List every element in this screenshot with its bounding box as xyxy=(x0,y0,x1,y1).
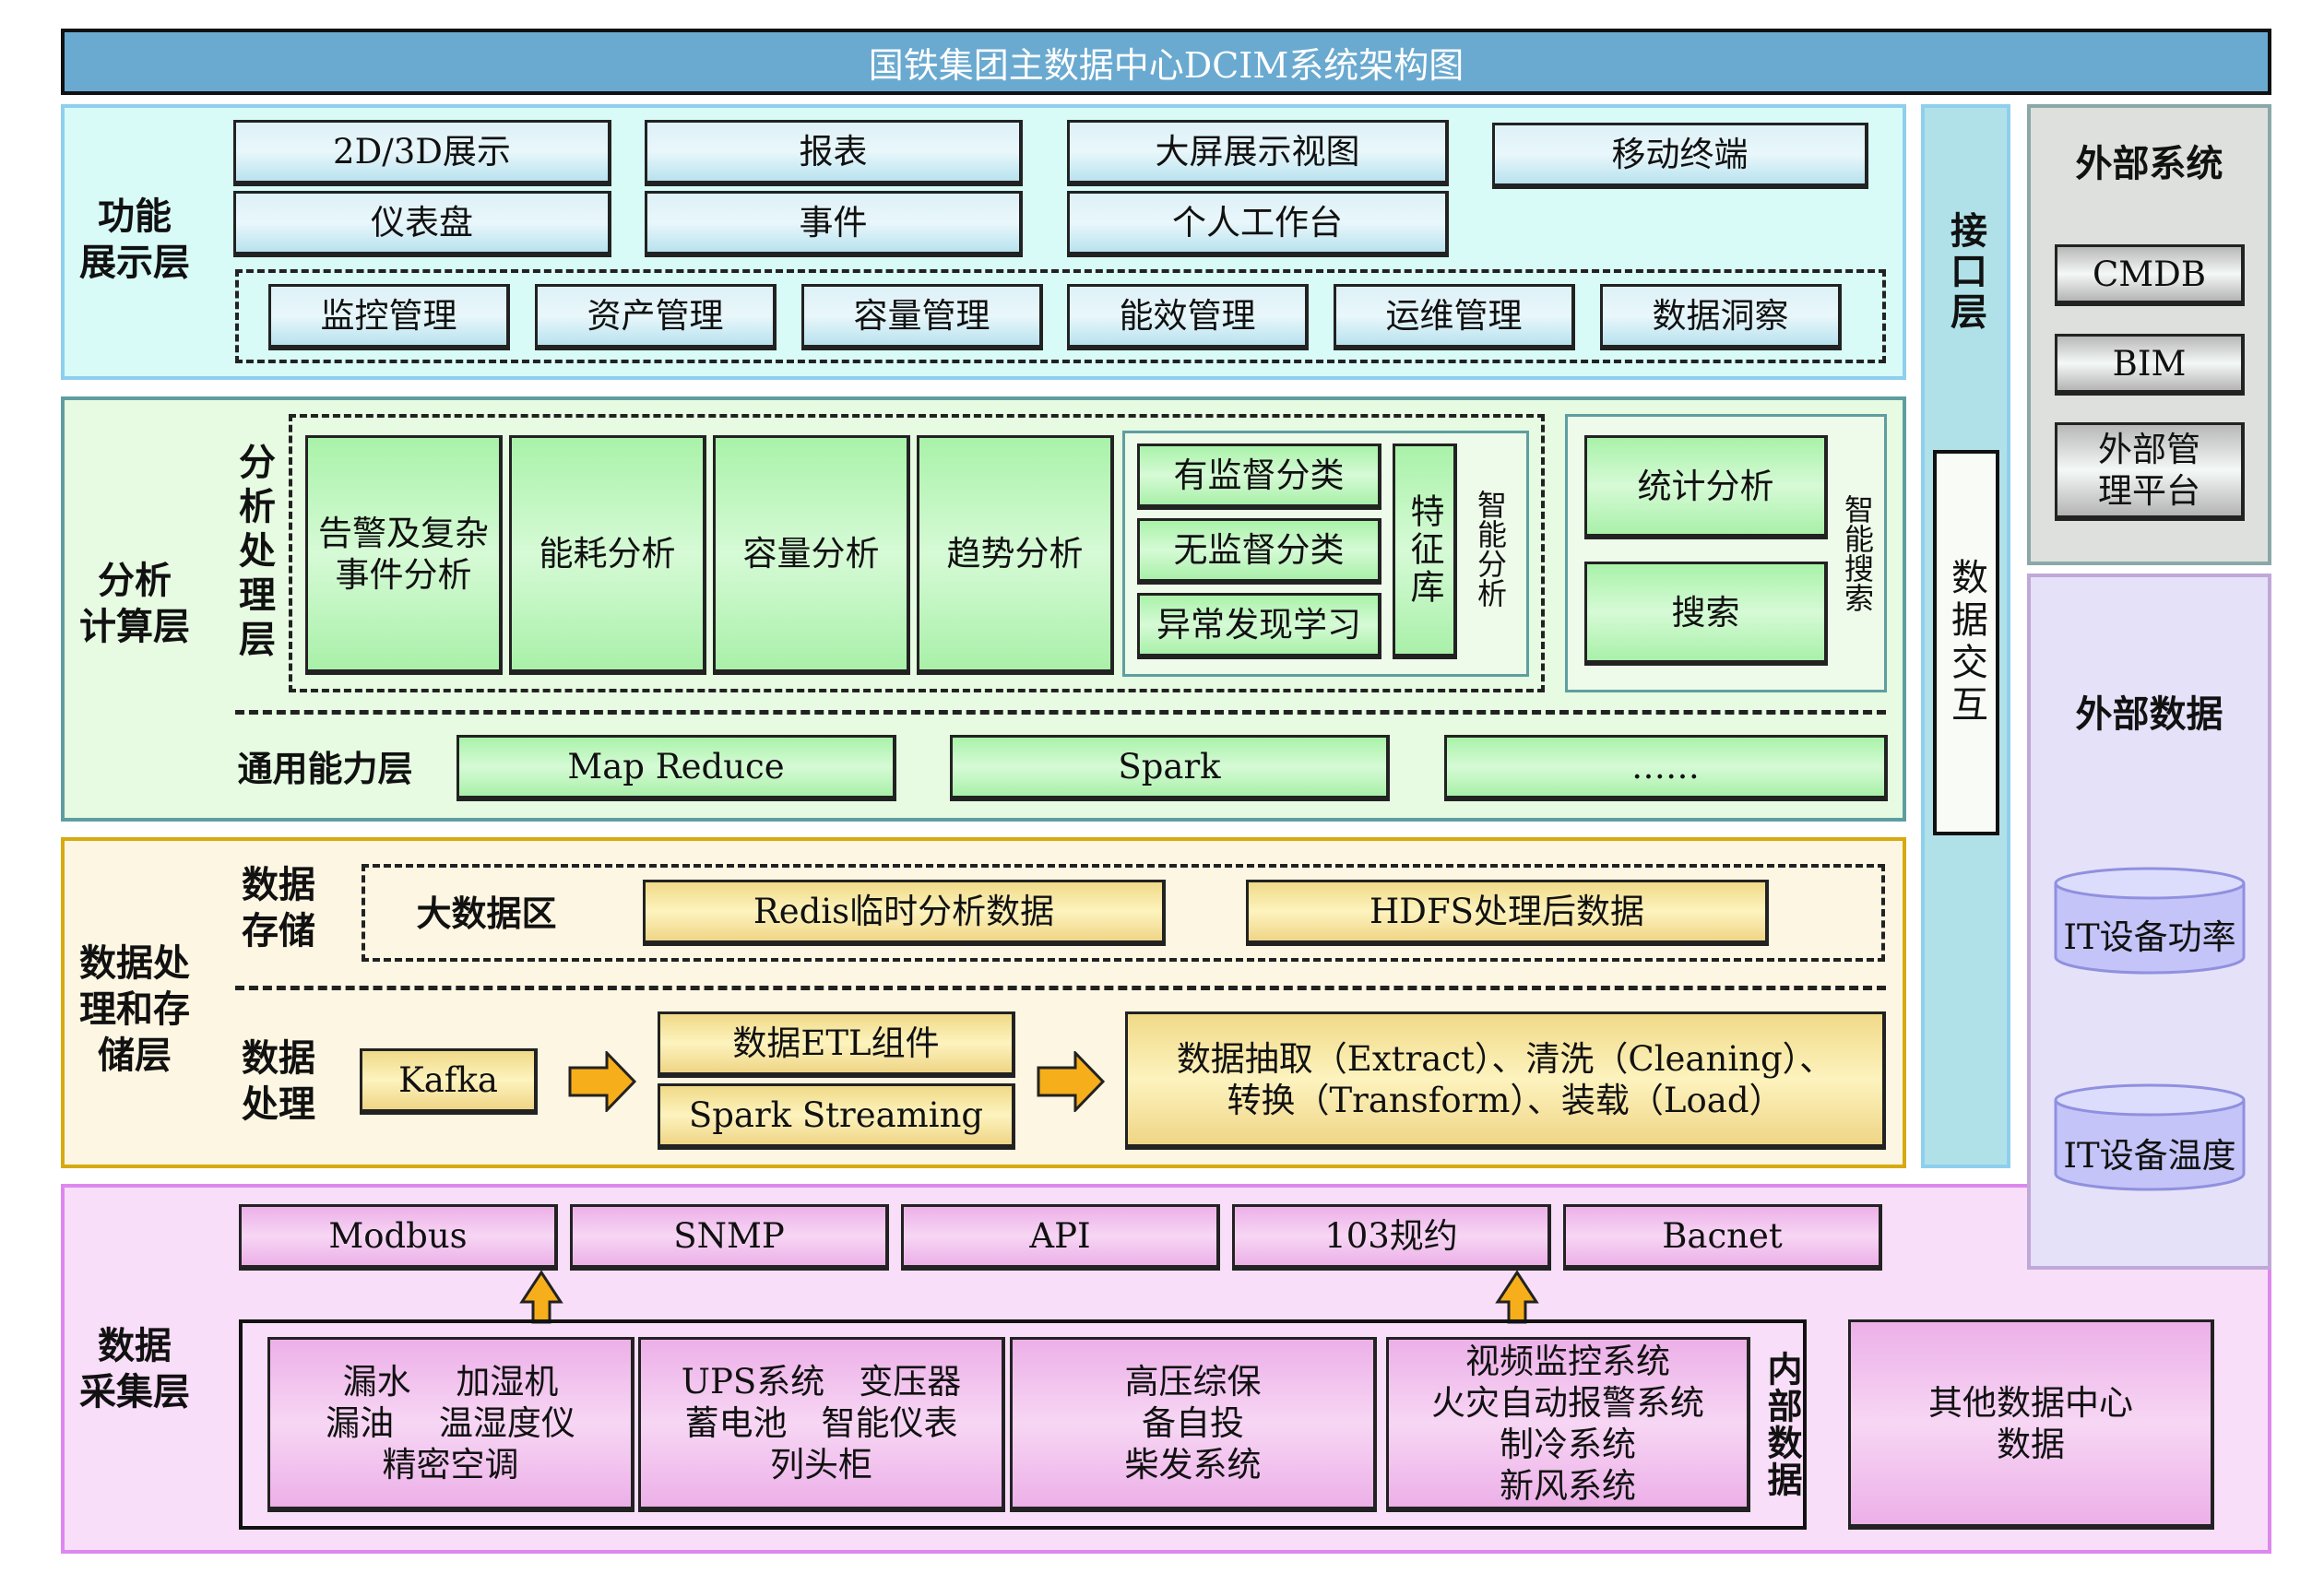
other-datacenter-box: 其他数据中心 数据 xyxy=(1848,1319,2214,1530)
internal-data-label: 内部数据 xyxy=(1761,1351,1803,1498)
arrow-right-icon xyxy=(1037,1051,1106,1112)
ml-box: 异常发现学习 xyxy=(1137,593,1381,659)
common-box: Map Reduce xyxy=(456,735,896,801)
module-box: 能效管理 xyxy=(1067,284,1309,350)
analysis-box: 告警及复杂 事件分析 xyxy=(305,435,503,675)
processing-divider xyxy=(235,986,1886,990)
data-exchange-box: 数据交互 xyxy=(1933,450,1999,835)
external-system-label: 外部系统 xyxy=(2075,142,2223,185)
analysis-box: 能耗分析 xyxy=(509,435,706,675)
arrow-right-icon xyxy=(568,1051,637,1112)
smart-search-label: 智能搜索 xyxy=(1840,494,1875,612)
diagram-title: 国铁集团主数据中心DCIM系统架构图 xyxy=(61,29,2271,95)
protocol-box: Modbus xyxy=(239,1204,558,1271)
analysis-divider xyxy=(235,710,1886,715)
arrow-up-icon xyxy=(1495,1271,1539,1324)
module-box: 资产管理 xyxy=(535,284,777,350)
internal-data-group xyxy=(239,1319,1807,1530)
protocol-box: SNMP xyxy=(570,1204,889,1271)
database-cylinder-icon xyxy=(2053,1083,2247,1192)
common-box: Spark xyxy=(950,735,1390,801)
feature-store-box: 特征库 xyxy=(1393,444,1457,659)
module-box: 数据洞察 xyxy=(1600,284,1842,350)
storage-group xyxy=(362,864,1885,962)
function-box: 个人工作台 xyxy=(1067,191,1449,257)
external-system-box: BIM xyxy=(2055,334,2245,396)
data-storage-label: 数据 存储 xyxy=(242,863,315,952)
common-box: …… xyxy=(1444,735,1888,801)
management-modules-group xyxy=(235,269,1886,363)
analysis-box: 容量分析 xyxy=(713,435,910,675)
storage-box: Redis临时分析数据 xyxy=(643,880,1166,946)
ml-box: 无监督分类 xyxy=(1137,518,1381,585)
external-system-box: 外部管 理平台 xyxy=(2055,422,2245,521)
big-data-zone-label: 大数据区 xyxy=(416,893,557,934)
internal-device-box: UPS系统 变压器 蓄电池 智能仪表 列头柜 xyxy=(638,1337,1005,1512)
function-box: 仪表盘 xyxy=(233,191,611,257)
data-processing-label: 数据 处理 xyxy=(242,1036,315,1126)
protocol-box: Bacnet xyxy=(1563,1204,1882,1271)
module-box: 运维管理 xyxy=(1334,284,1575,350)
external-system-box: CMDB xyxy=(2055,244,2245,306)
processing-layer-label: 数据处 理和存 储层 xyxy=(79,941,190,1077)
external-data-item: IT设备功率 xyxy=(2063,917,2236,957)
function-box: 2D/3D展示 xyxy=(233,120,611,186)
function-layer-label: 功能 展示层 xyxy=(79,195,190,284)
function-box: 事件 xyxy=(645,191,1023,257)
internal-device-box: 高压综保 备自投 柴发系统 xyxy=(1010,1337,1377,1512)
internal-device-box: 漏水 加湿机 漏油 温湿度仪 精密空调 xyxy=(267,1337,634,1512)
ml-box: 有监督分类 xyxy=(1137,444,1381,510)
search-box: 搜索 xyxy=(1584,562,1828,666)
smart-analysis-label: 智能分析 xyxy=(1473,490,1508,608)
function-box: 大屏展示视图 xyxy=(1067,120,1449,186)
etl-box: 数据ETL组件 xyxy=(658,1011,1015,1078)
database-cylinder-icon xyxy=(2053,867,2247,976)
analysis-processing-label: 分析处理层 xyxy=(232,443,276,664)
etl-box: Spark Streaming xyxy=(658,1083,1015,1150)
protocol-box: 103规约 xyxy=(1232,1204,1551,1271)
external-data-item: IT设备温度 xyxy=(2063,1135,2236,1176)
interface-layer-label: 接口层 xyxy=(1944,211,1987,333)
kafka-box: Kafka xyxy=(360,1048,538,1115)
function-box: 报表 xyxy=(645,120,1023,186)
module-box: 监控管理 xyxy=(268,284,510,350)
analysis-box: 趋势分析 xyxy=(917,435,1114,675)
search-box: 统计分析 xyxy=(1584,435,1828,539)
analysis-processing-group xyxy=(289,414,1545,692)
analysis-layer-label: 分析 计算层 xyxy=(79,559,190,648)
common-capability-label: 通用能力层 xyxy=(237,748,413,789)
internal-device-box: 视频监控系统 火灾自动报警系统 制冷系统 新风系统 xyxy=(1386,1337,1750,1512)
function-box: 移动终端 xyxy=(1492,123,1868,189)
external-data-label: 外部数据 xyxy=(2075,692,2223,736)
etl-description-box: 数据抽取（Extract）、清洗（Cleaning）、 转换（Transform… xyxy=(1125,1011,1886,1150)
collection-layer-label: 数据 采集层 xyxy=(79,1324,190,1413)
module-box: 容量管理 xyxy=(801,284,1043,350)
storage-box: HDFS处理后数据 xyxy=(1246,880,1769,946)
arrow-up-icon xyxy=(519,1271,563,1324)
protocol-box: API xyxy=(901,1204,1220,1271)
